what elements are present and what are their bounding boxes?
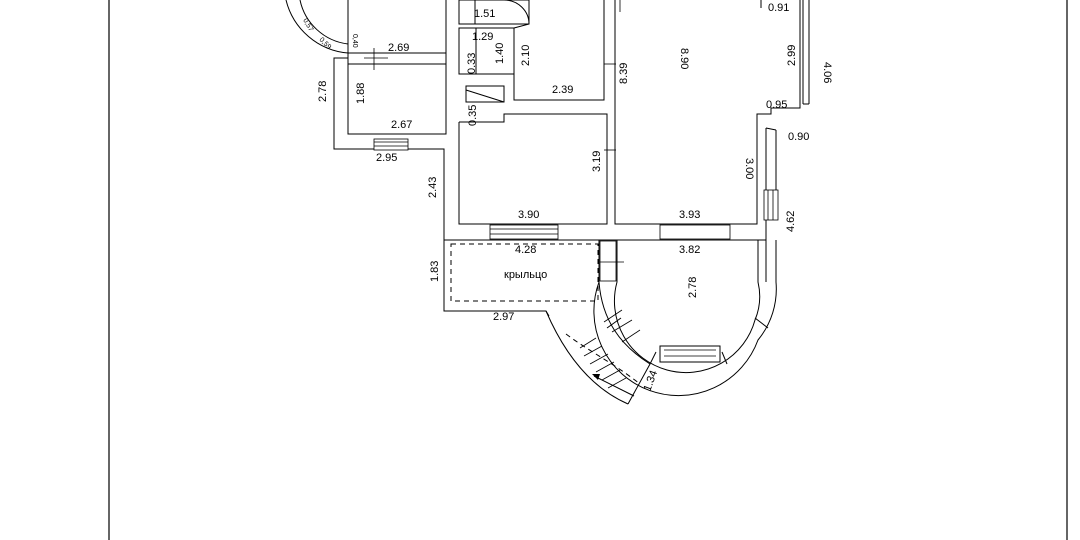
dim-3-19: 3.19 (591, 151, 603, 172)
dim-2-78-left: 2.78 (317, 81, 329, 102)
room-label-porch: крыльцо (504, 269, 547, 281)
dim-1-40: 1.40 (494, 43, 506, 64)
dim-2-78-bay: 2.78 (687, 277, 699, 298)
dim-0-57: 0,57 (301, 18, 314, 33)
dim-2-99: 2.99 (786, 45, 798, 66)
dim-2-95: 2.95 (376, 152, 397, 164)
dim-2-69: 2.69 (388, 42, 409, 54)
dim-8-90: 8.90 (678, 48, 690, 69)
dim-4-62: 4.62 (785, 211, 797, 232)
dim-2-67: 2.67 (391, 119, 412, 131)
dim-3-00: 3.00 (743, 158, 755, 179)
dim-2-97: 2.97 (493, 311, 514, 323)
dim-0-40: 0,40 (351, 34, 358, 48)
dim-0-35: 0.35 (467, 105, 479, 126)
stair-arrow (593, 375, 635, 397)
dim-0-91: 0.91 (768, 2, 789, 14)
dim-3-90: 3.90 (518, 209, 539, 221)
dim-2-10: 2.10 (520, 45, 532, 66)
dim-0-90: 0.90 (788, 131, 809, 143)
dim-0-95: 0.95 (766, 99, 787, 111)
walls (285, 0, 810, 405)
dim-1-83: 1.83 (429, 261, 441, 282)
dim-2-43: 2.43 (427, 177, 439, 198)
dim-1-34: 1.34 (642, 369, 661, 393)
dim-1-88: 1.88 (355, 83, 367, 104)
dim-3-82: 3.82 (679, 244, 700, 256)
dim-8-39: 8.39 (618, 63, 630, 84)
dim-4-28: 4.28 (515, 244, 536, 256)
stair-arrow-head (592, 374, 600, 380)
dim-4-06: 4.06 (821, 62, 833, 83)
window-openings (364, 0, 779, 389)
dim-1-51: 1.51 (474, 8, 495, 20)
dimension-labels: 0.91 1.51 4.06 8.90 0,40 0,57 0,59 2.69 … (301, 2, 833, 393)
dim-2-39: 2.39 (552, 84, 573, 96)
dim-1-29: 1.29 (472, 31, 493, 43)
dim-0-33: 0.33 (466, 53, 478, 74)
dim-3-93: 3.93 (679, 209, 700, 221)
